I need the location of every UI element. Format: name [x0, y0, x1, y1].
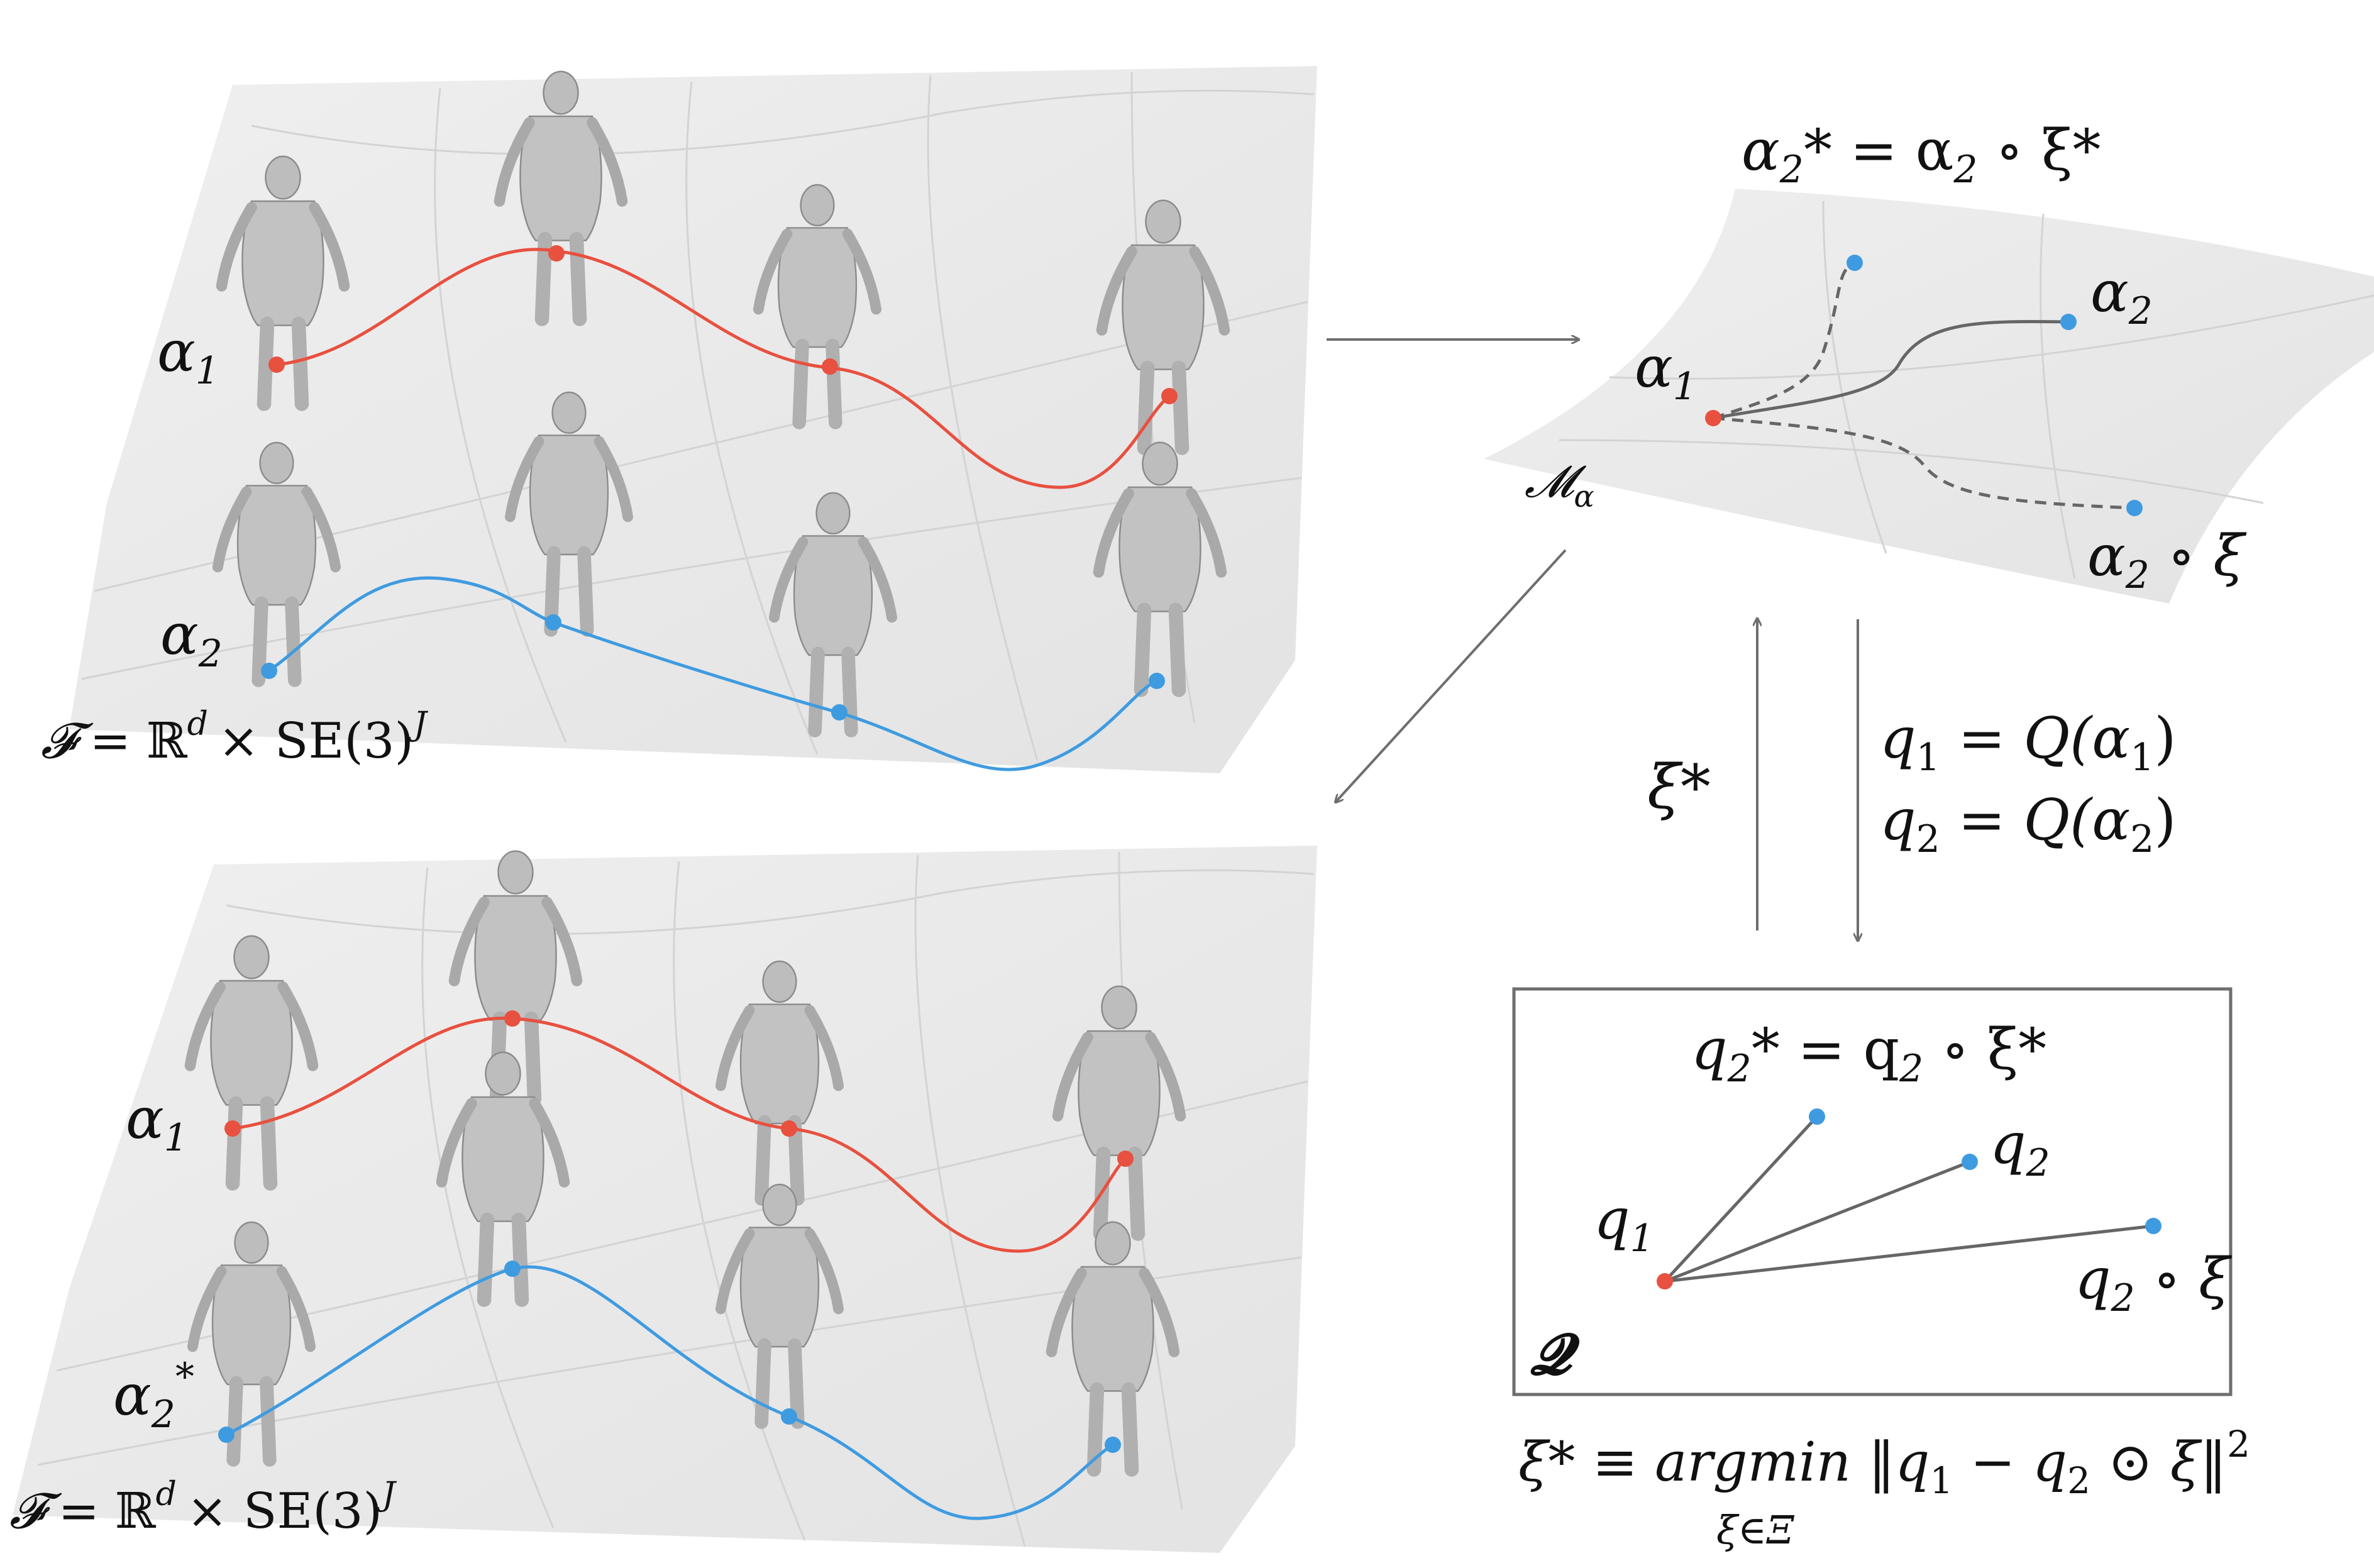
- manifold-alpha2-star-point: [1847, 255, 1863, 271]
- q-point-q2-star: [1809, 1108, 1825, 1125]
- mapping-q2-equation: q2 = Q(α2): [1880, 787, 2176, 861]
- bottom-alpha2-end-point: [1105, 1437, 1121, 1453]
- bottom-alpha2-start-point: [218, 1427, 235, 1443]
- q-point-q1: [1657, 1273, 1673, 1289]
- manifold-panel: α2* = α2 ∘ ξ* α1 α2 α2 ∘ ξ 𝓜α: [1484, 118, 2374, 604]
- bottom-alpha1-point-3: [781, 1120, 797, 1137]
- bottom-alpha1-start-point: [224, 1120, 241, 1137]
- top-formula-feature-space: 𝓕= ℝd× SE(3)J: [41, 705, 429, 770]
- bottom-pose-panel: α1 α2* 𝓕= ℝd× SE(3)J: [9, 846, 1317, 1553]
- top-alpha1-start-point: [268, 356, 285, 373]
- bottom-alpha1-point-2: [504, 1010, 521, 1027]
- q-point-q2-xi: [2145, 1218, 2161, 1234]
- top-alpha1-end-point: [1161, 388, 1178, 404]
- manifold-label-alpha2-xi: α2 ∘ ξ: [2087, 523, 2247, 597]
- q-point-q2: [1962, 1154, 1978, 1170]
- bottom-alpha1-end-point: [1117, 1151, 1134, 1167]
- argmin-subscript: ξ∈Ξ: [1716, 1507, 1795, 1553]
- mapping-xi-star: ξ*: [1647, 752, 1711, 822]
- q-space-panel: q2* = q2 ∘ ξ* q1 q2 q2 ∘ ξ 𝓠: [1514, 989, 2233, 1394]
- bottom-formula-feature-space: 𝓕= ℝd× SE(3)J: [9, 1476, 397, 1540]
- top-alpha2-end-point: [1149, 673, 1165, 689]
- manifold-alpha2-point: [2060, 314, 2077, 330]
- arrow-manifold-to-bottom: [1336, 550, 1565, 802]
- bottom-alpha2-point-2: [504, 1261, 521, 1277]
- manifold-title: α2* = α2 ∘ ξ*: [1742, 118, 2101, 192]
- top-pose-panel: α1 α2 𝓕= ℝd× SE(3)J: [41, 66, 1317, 773]
- top-alpha1-point-2: [548, 245, 565, 262]
- manifold-alpha1-point: [1705, 410, 1721, 426]
- top-alpha1-point-3: [822, 358, 838, 375]
- top-alpha2-point-2: [545, 614, 561, 631]
- mapping-q1-equation: q1 = Q(α1): [1880, 705, 2176, 780]
- bottom-alpha2-point-3: [781, 1408, 797, 1425]
- top-alpha2-start-point: [261, 663, 277, 679]
- q-label-q2-xi: q2 ∘ ξ: [2075, 1246, 2233, 1320]
- top-alpha2-point-3: [831, 704, 847, 721]
- argmin-formula: ξ* ≡ argmin ‖q1 − q2 ⊙ ξ‖2: [1518, 1423, 2250, 1502]
- manifold-alpha2-xi-point: [2126, 500, 2143, 516]
